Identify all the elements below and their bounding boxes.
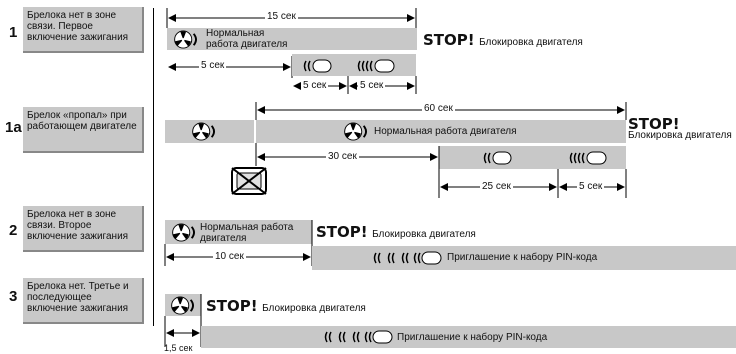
row-1-number: 1 bbox=[9, 24, 18, 41]
row-3-pin-bar bbox=[201, 326, 736, 348]
row-1a-dim-label-60: 60 сек bbox=[422, 103, 455, 114]
row-2-pin-bar bbox=[312, 246, 736, 270]
stop-text: Блокировка двигателя bbox=[262, 303, 366, 314]
row-3-timeline bbox=[164, 294, 736, 348]
row-1a-dim-label-25: 25 сек bbox=[480, 181, 513, 192]
row-3-pin-text: Приглашение к набору PIN-кода bbox=[397, 332, 548, 343]
row-1-stop: STOP! Блокировка двигателя bbox=[423, 31, 583, 50]
row-1a-timeline bbox=[165, 102, 627, 198]
row-1a-scenario: Брелок «пропал» при работающем двигателе bbox=[23, 107, 144, 153]
row-1a-dim-label-5: 5 сек bbox=[577, 181, 605, 192]
divider-line bbox=[153, 8, 154, 326]
row-2-scenario: Брелока нет в зоне связи. Второе включен… bbox=[23, 206, 144, 252]
row-1a-dim-label-30: 30 сек bbox=[326, 151, 359, 162]
row-2-number: 2 bbox=[9, 222, 18, 239]
row-1-timeline bbox=[166, 8, 417, 94]
row-2-dim-label-10: 10 сек bbox=[213, 251, 246, 262]
row-2-bar-text: Нормальная работа двигателя bbox=[200, 222, 294, 244]
stop-text: Блокировка двигателя bbox=[479, 37, 583, 48]
row-1a-bar-text: Нормальная работа двигателя bbox=[374, 126, 517, 137]
row-1-dim-label-5a: 5 сек bbox=[199, 60, 227, 71]
row-1-dim-label-5b: 5 сек bbox=[301, 80, 329, 91]
row-2-timeline bbox=[164, 220, 736, 270]
row-3-scenario: Брелока нет. Третье и последующее включе… bbox=[23, 278, 144, 324]
row-1-scenario: Брелока нет в зоне связи. Первое включен… bbox=[23, 7, 144, 53]
no-keyfob-icon bbox=[231, 167, 267, 195]
stop-label: STOP! bbox=[628, 115, 680, 133]
row-2-stop: STOP! Блокировка двигателя bbox=[316, 223, 476, 242]
stop-label: STOP! bbox=[316, 223, 368, 241]
row-1-dim-label-5c: 5 сек bbox=[358, 80, 386, 91]
row-2-pin-text: Приглашение к набору PIN-кода bbox=[447, 252, 598, 263]
stop-text: Блокировка двигателя bbox=[628, 130, 732, 141]
row-1a-stop: STOP! Блокировка двигателя bbox=[628, 115, 732, 142]
row-1a-number: 1a bbox=[5, 119, 22, 136]
stop-text: Блокировка двигателя bbox=[372, 229, 476, 240]
row-3-dim-label-15: 1,5 сек bbox=[164, 343, 193, 353]
stop-label: STOP! bbox=[206, 297, 258, 315]
row-1-dim-label-15: 15 сек bbox=[265, 11, 298, 22]
row-1-bar-text: Нормальная работа двигателя bbox=[206, 28, 288, 50]
stop-label: STOP! bbox=[423, 31, 475, 49]
row-1-bar bbox=[167, 28, 417, 50]
row-3-number: 3 bbox=[9, 288, 18, 305]
row-3-stop: STOP! Блокировка двигателя bbox=[206, 297, 366, 316]
